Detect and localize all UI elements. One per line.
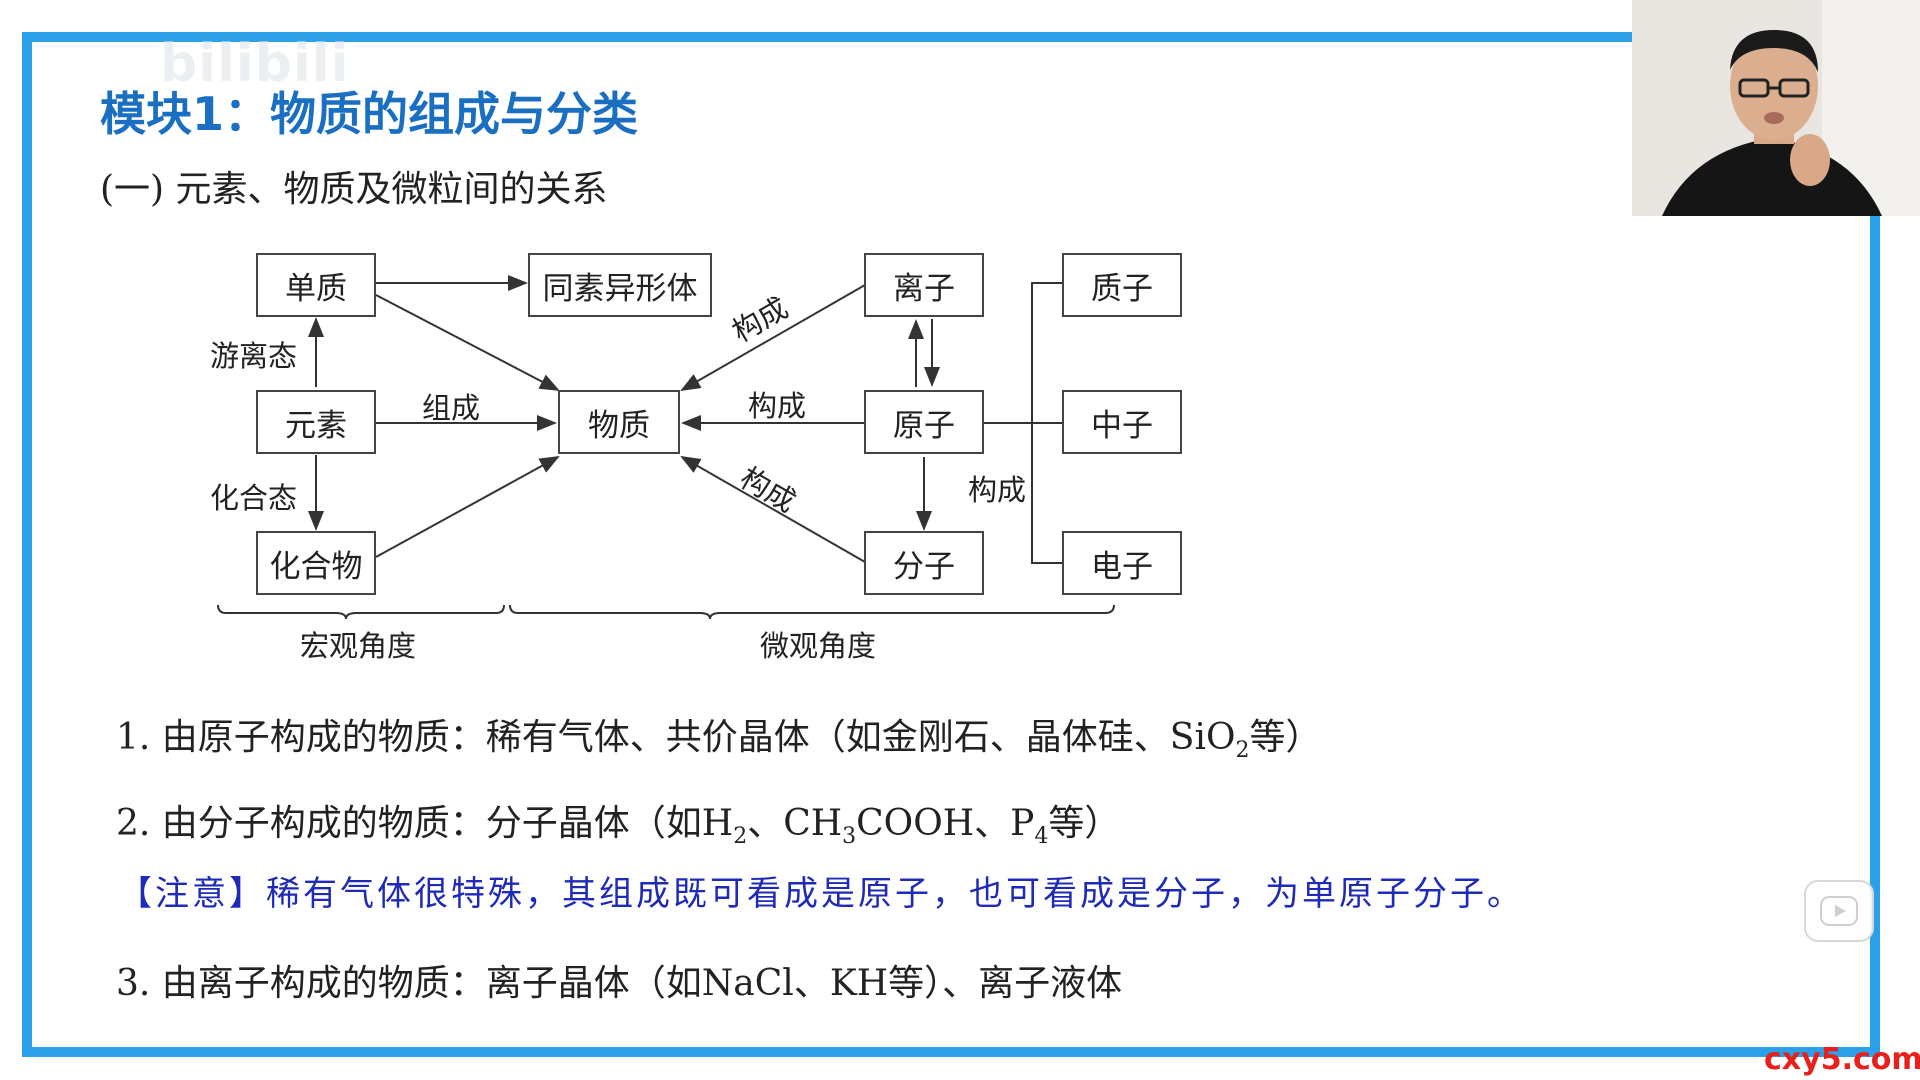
relationship-diagram: 单质 同素异形体 元素 化合物 物质 离子 原子 分子 质子 中子 电子 游离态… bbox=[200, 235, 1200, 663]
label-youli: 游离态 bbox=[210, 339, 298, 373]
brace-micro bbox=[509, 604, 1115, 620]
play-icon bbox=[1820, 896, 1858, 926]
note-text: 【注意】稀有气体很特殊，其组成既可看成是原子，也可看成是分子，为单原子分子。 bbox=[118, 874, 1524, 914]
box-wuzhi: 物质 bbox=[558, 390, 680, 454]
box-fenzi: 分子 bbox=[864, 531, 984, 595]
arrow-danzhi-wuzhi bbox=[375, 294, 560, 391]
label-micro-view: 微观角度 bbox=[760, 629, 877, 663]
label-goucheng-mid: 构成 bbox=[748, 389, 807, 423]
bracket-particles bbox=[1031, 282, 1062, 564]
box-yuansu: 元素 bbox=[256, 390, 376, 454]
label-goucheng-right: 构成 bbox=[968, 473, 1027, 507]
brace-macro bbox=[217, 604, 505, 620]
play-button[interactable] bbox=[1804, 880, 1874, 942]
box-yuanzi: 原子 bbox=[864, 390, 984, 454]
webcam-overlay bbox=[1632, 0, 1920, 216]
box-huahewu: 化合物 bbox=[256, 531, 376, 595]
box-zhongzi: 中子 bbox=[1062, 390, 1182, 454]
diagram-connectors bbox=[217, 275, 1115, 620]
label-zucheng: 组成 bbox=[422, 391, 481, 425]
box-zhizi: 质子 bbox=[1062, 253, 1182, 317]
slide-subtitle: (一) 元素、物质及微粒间的关系 bbox=[100, 169, 608, 210]
text-line-2: 2. 由分子构成的物质：分子晶体（如H2、CH3COOH、P4等） bbox=[116, 803, 1121, 850]
arrow-huahewu-wuzhi bbox=[375, 456, 560, 558]
text-line-3: 3. 由离子构成的物质：离子晶体（如NaCl、KH等）、离子液体 bbox=[116, 963, 1123, 1004]
arrow-lizi-wuzhi bbox=[680, 284, 866, 391]
bilibili-watermark: bilibili bbox=[160, 34, 350, 94]
label-macro-view: 宏观角度 bbox=[300, 629, 417, 663]
box-danzhi: 单质 bbox=[256, 253, 376, 317]
slide-title: 模块1：物质的组成与分类 bbox=[100, 87, 639, 141]
site-watermark: cxy5.com bbox=[1764, 1042, 1920, 1077]
text-line-1: 1. 由原子构成的物质：稀有气体、共价晶体（如金刚石、晶体硅、SiO2等） bbox=[116, 717, 1322, 764]
box-dianzi: 电子 bbox=[1062, 531, 1182, 595]
presenter-avatar bbox=[1632, 0, 1920, 216]
box-lizi: 离子 bbox=[864, 253, 984, 317]
label-huahe: 化合态 bbox=[210, 481, 298, 515]
arrow-fenzi-wuzhi bbox=[680, 456, 866, 563]
box-tongsu-yixingti: 同素异形体 bbox=[528, 253, 712, 317]
